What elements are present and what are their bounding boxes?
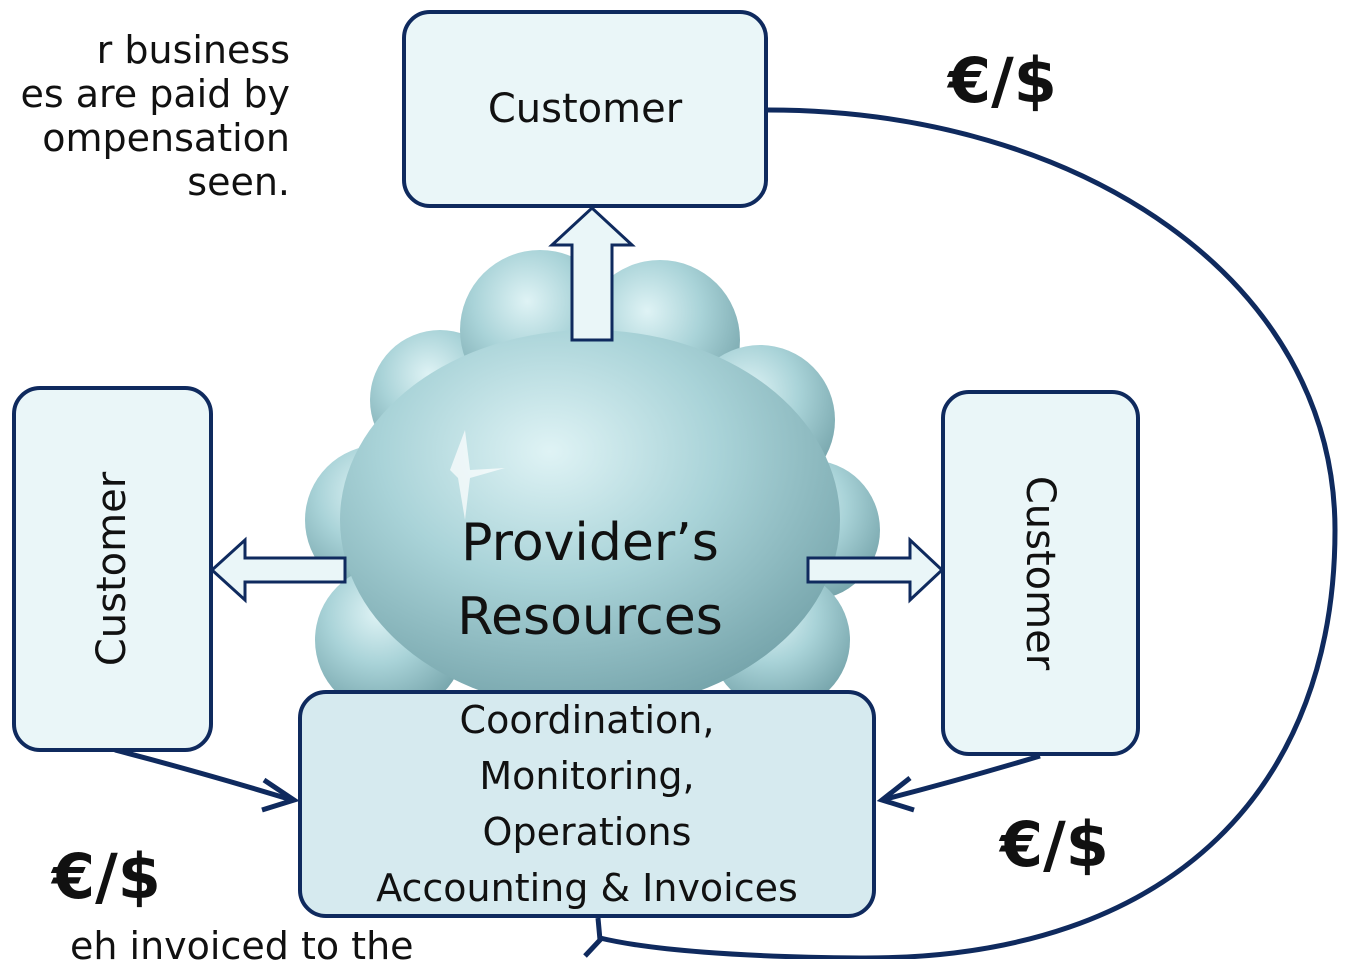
coordination-box: Coordination, Monitoring, Operations Acc… [298,690,876,918]
customer-top-label: Customer [487,86,683,132]
coordination-line-2: Monitoring, [479,754,695,798]
provider-resources-label: Provider’s Resources [380,506,800,654]
customer-box-top: Customer [402,10,768,208]
arrow-right [806,536,945,604]
intro-line-4: seen. [187,160,290,204]
intro-line-1: r business [96,28,290,72]
footer-text: eh invoiced to the [70,924,414,968]
customer-left-label: Customer [89,471,136,667]
coordination-line-3: Operations [482,810,692,854]
coordination-line-1: Coordination, [459,698,715,742]
intro-line-2: es are paid by [20,72,290,116]
flow-top-to-coordination-loop [583,107,1338,959]
arrow-left [209,536,347,604]
provider-line-1: Provider’s [461,513,719,573]
flow-right-to-coordination [876,753,1041,813]
intro-text: r business es are paid by ompensation se… [0,28,290,204]
flow-left-to-coordination [114,747,300,813]
currency-label-left: €/$ [52,840,161,913]
customer-box-right: Customer [941,390,1140,756]
arrow-up [548,205,636,342]
provider-line-2: Resources [457,587,723,647]
currency-label-right: €/$ [1000,808,1109,881]
customer-right-label: Customer [1017,475,1064,671]
currency-label-top: €/$ [948,44,1057,117]
customer-box-left: Customer [12,386,213,752]
intro-line-3: ompensation [42,116,290,160]
coordination-line-4: Accounting & Invoices [376,866,798,910]
